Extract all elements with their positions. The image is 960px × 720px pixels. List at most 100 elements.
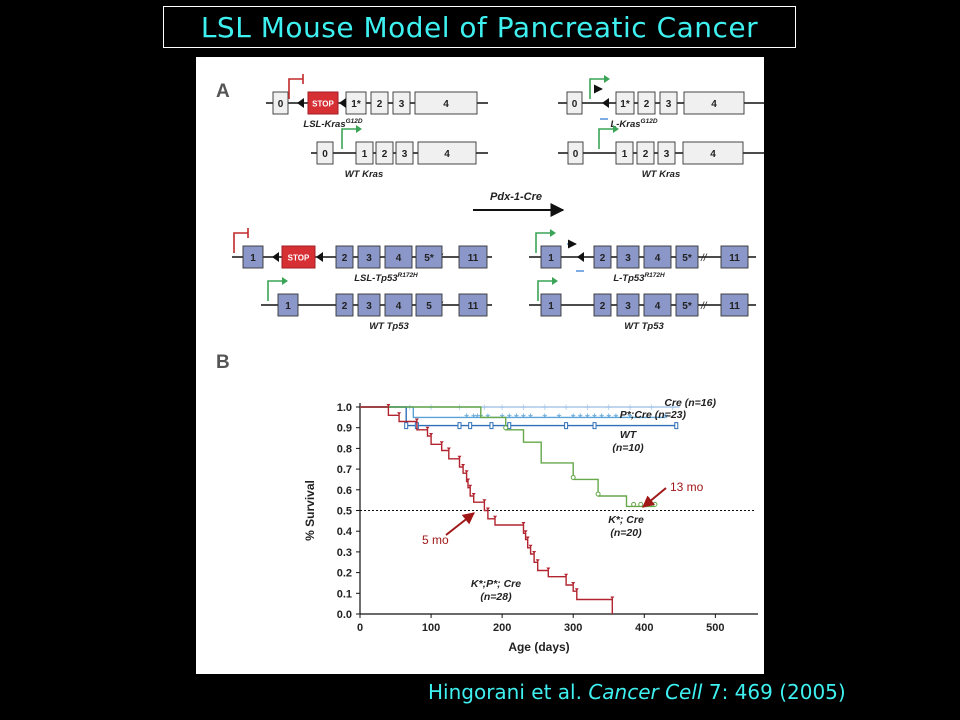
construct-label: L-Tp53R172H <box>613 272 665 284</box>
y-tick-label: 0.6 <box>337 485 352 497</box>
promoter-arrow-head <box>552 277 558 285</box>
censor-mark <box>674 422 679 430</box>
stop-label: STOP <box>288 254 310 263</box>
exon-label: 11 <box>729 301 740 312</box>
censor-mark: * <box>521 410 526 425</box>
y-tick-label: 0.1 <box>337 588 352 600</box>
exon-box <box>357 293 381 317</box>
exon-label: 11 <box>468 253 479 264</box>
exon-box <box>384 245 413 269</box>
event-mark <box>485 507 490 511</box>
exon-label: 2 <box>600 301 606 312</box>
censor-mark: * <box>599 410 604 425</box>
citation-journal: Cancer Cell <box>588 680 703 704</box>
exon-label: 4 <box>710 149 716 160</box>
censor-mark: + <box>606 402 612 414</box>
exon-label: 2 <box>342 301 348 312</box>
exon-label: 5* <box>424 253 434 264</box>
citation-authors: Hingorani et al. <box>428 680 582 704</box>
censor-mark <box>507 422 512 430</box>
exon-box <box>682 141 744 165</box>
series-3 <box>360 406 658 508</box>
exon-box <box>616 293 640 317</box>
censor-mark <box>595 491 601 497</box>
exon-box <box>458 293 488 317</box>
event-mark <box>546 567 551 571</box>
exon-box <box>375 141 394 165</box>
event-mark <box>464 470 469 474</box>
event-mark <box>468 484 473 488</box>
exon-label: 1 <box>250 253 256 264</box>
promoter-arrow <box>537 280 552 301</box>
exon-label: 4 <box>444 149 450 160</box>
exon-label: 4 <box>655 253 661 264</box>
exon-box <box>316 141 334 165</box>
censor-mark: * <box>475 410 480 425</box>
exon-label: 1 <box>548 301 554 312</box>
stop-label: STOP <box>312 100 334 109</box>
cre-label: Pdx-1-Cre <box>490 191 542 203</box>
exon-box <box>566 91 583 115</box>
censor-mark: * <box>514 410 519 425</box>
exon-label: 0 <box>322 149 328 160</box>
exon-label: 0 <box>573 149 579 160</box>
exon-box <box>615 141 634 165</box>
exon-box <box>395 141 414 165</box>
exon-label: 2 <box>382 149 388 160</box>
event-mark <box>532 550 537 554</box>
event-mark <box>610 596 615 600</box>
x-tick-label: 400 <box>635 622 653 634</box>
slide-title-box: LSL Mouse Model of Pancreatic Cancer <box>163 6 796 48</box>
event-mark <box>397 412 402 416</box>
exon-label: 1 <box>285 301 291 312</box>
exon-box <box>615 91 635 115</box>
event-mark <box>564 573 569 577</box>
censor-mark: * <box>578 410 583 425</box>
promoter-arrow <box>589 78 604 99</box>
exon-label: 5* <box>682 301 692 312</box>
construct-label: WT Kras <box>642 169 681 180</box>
series-label: WT <box>620 429 638 441</box>
series-label: K*; Cre <box>608 514 644 526</box>
censor-mark: + <box>407 402 413 414</box>
exon-label: 11 <box>468 301 479 312</box>
cre-arrow: Pdx-1-Cre <box>473 191 565 217</box>
event-mark <box>461 464 466 468</box>
censor-mark <box>457 422 462 430</box>
exon-box <box>277 293 299 317</box>
exon-box <box>458 245 488 269</box>
exon-label: 2 <box>342 253 348 264</box>
median-annotation-kpc: 5 mo <box>422 533 449 547</box>
series-line <box>360 406 613 614</box>
event-mark <box>466 478 471 482</box>
exon-label: 0 <box>572 99 578 110</box>
exon-box <box>720 245 749 269</box>
censor-mark <box>570 474 576 480</box>
event-mark <box>523 530 528 534</box>
series-label: Cre (n=16) <box>664 397 716 409</box>
exon-box <box>657 141 676 165</box>
citation: Hingorani et al. Cancer Cell 7: 469 (200… <box>428 680 846 704</box>
y-tick-label: 0.5 <box>337 506 352 518</box>
censor-mark <box>404 422 409 430</box>
censor-mark: * <box>585 410 590 425</box>
censor-mark: * <box>471 410 476 425</box>
promoter-arrow <box>535 232 550 253</box>
exon-label: 0 <box>278 99 284 110</box>
event-mark <box>535 559 540 563</box>
exon-box <box>384 293 413 317</box>
censor-mark: * <box>606 410 611 425</box>
construct-label: WT Kras <box>345 169 384 180</box>
censor-mark <box>468 422 473 430</box>
y-tick-label: 0.9 <box>337 423 352 435</box>
exon-box <box>335 293 354 317</box>
median-arrow-kc <box>642 487 667 508</box>
exon-box <box>540 293 562 317</box>
promoter-arrow <box>341 128 356 149</box>
promoter-arrow-head <box>604 75 610 83</box>
exon-label: 4 <box>655 301 661 312</box>
